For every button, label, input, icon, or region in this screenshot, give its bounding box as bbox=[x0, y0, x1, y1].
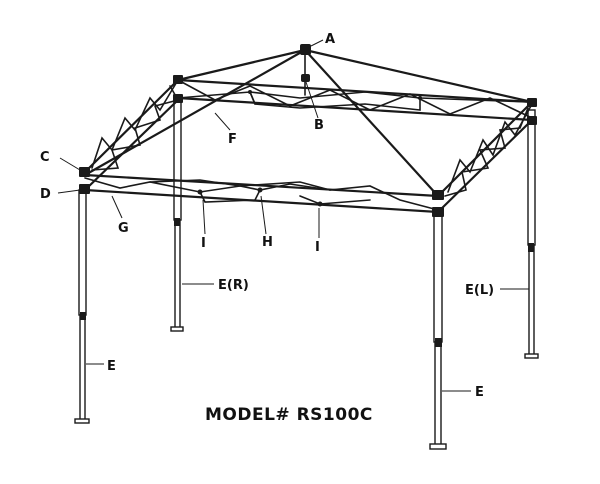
leader-lines bbox=[57, 39, 529, 392]
label-e-left: E(L) bbox=[465, 283, 494, 298]
leg-front-right bbox=[429, 211, 447, 450]
label-e-front-right: E bbox=[475, 385, 484, 400]
center-hub-lower bbox=[301, 74, 310, 82]
corner-front-left bbox=[79, 167, 90, 177]
truss-front bbox=[83, 173, 440, 214]
label-h: H bbox=[262, 235, 273, 250]
corner-back-left bbox=[173, 75, 183, 84]
label-g: G bbox=[118, 221, 129, 236]
model-number: MODEL# RS100C bbox=[205, 405, 373, 425]
leg-back-right bbox=[524, 109, 539, 359]
corner-front-left-lower bbox=[79, 184, 90, 194]
leg-front-left bbox=[74, 189, 90, 424]
label-b: B bbox=[314, 118, 324, 133]
label-i-left: I bbox=[201, 236, 206, 251]
joints bbox=[79, 44, 537, 217]
legs bbox=[74, 99, 539, 450]
label-e-front-left: E bbox=[107, 359, 116, 374]
label-a: A bbox=[325, 32, 335, 47]
label-e-right: E(R) bbox=[218, 278, 249, 293]
leg-back-left bbox=[170, 99, 184, 332]
label-f: F bbox=[228, 132, 237, 147]
truss-back bbox=[176, 78, 534, 122]
part-labels: A B C D F G H I I E(R) E(L) E E bbox=[40, 32, 494, 400]
corner-front-right-lower bbox=[432, 207, 444, 217]
truss-right bbox=[436, 100, 534, 214]
corner-back-left-lower bbox=[173, 94, 183, 103]
corner-back-right-lower bbox=[527, 116, 537, 125]
label-d: D bbox=[40, 187, 51, 202]
label-i-right: I bbox=[315, 240, 320, 255]
corner-front-right bbox=[432, 190, 444, 200]
center-hub-top bbox=[300, 44, 311, 55]
corner-back-right bbox=[527, 98, 537, 107]
truss-left bbox=[83, 78, 180, 192]
label-c: C bbox=[40, 150, 50, 165]
